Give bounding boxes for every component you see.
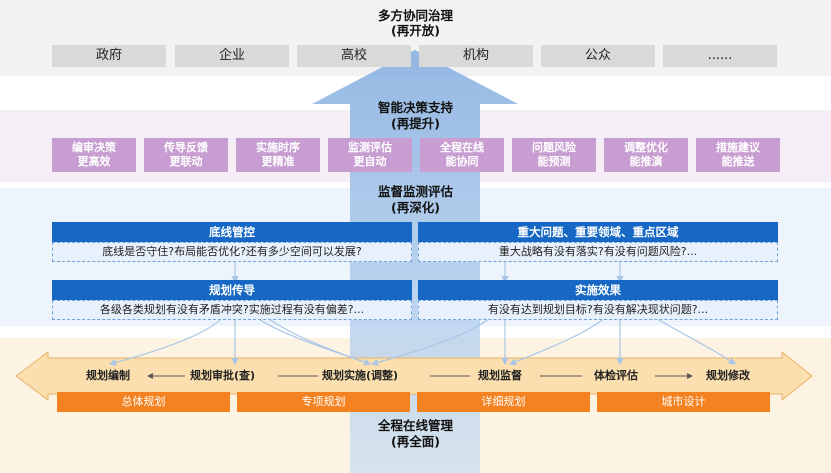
- actor-government: 政府: [52, 45, 166, 67]
- decision-item-3: 实施时序 更精准: [236, 138, 320, 172]
- flow-step-compile: 规划编制: [86, 369, 130, 382]
- decision-item-7-line2: 能推演: [629, 155, 663, 168]
- flow-step-evaluate: 体检评估: [594, 369, 638, 382]
- management-subtitle: (再全面): [391, 434, 440, 449]
- panel-transmission-question: 各级各类规划有没有矛盾冲突?实施过程有没有偏差?...: [52, 300, 412, 320]
- plan-detailed: 详细规划: [417, 392, 590, 412]
- supervision-title: 监督监测评估: [377, 184, 453, 199]
- management-flow-arrow: [15, 350, 813, 402]
- plan-urban-design: 城市设计: [597, 392, 770, 412]
- panel-bottomline-question: 底线是否守住?布局能否优化?还有多少空间可以发展?: [52, 242, 412, 262]
- decision-item-4-line2: 更自动: [353, 155, 387, 168]
- management-title: 全程在线管理: [377, 418, 453, 433]
- plan-overall: 总体规划: [57, 392, 230, 412]
- decision-item-5-line2: 能协同: [445, 155, 479, 168]
- supervision-subtitle: (再深化): [391, 200, 440, 215]
- decision-item-3-line2: 更精准: [261, 155, 295, 168]
- panel-effect-header: 实施效果: [418, 280, 778, 300]
- decision-item-4-line1: 监测评估: [348, 141, 392, 154]
- decision-item-5-line1: 全程在线: [440, 141, 484, 154]
- decision-item-1: 编审决策 更高效: [52, 138, 136, 172]
- decision-item-3-line1: 实施时序: [256, 141, 300, 154]
- decision-item-6-line2: 能预测: [537, 155, 571, 168]
- flow-step-revise: 规划修改: [706, 369, 750, 382]
- flow-step-implement: 规划实施(调整): [322, 369, 399, 382]
- governance-subtitle: (再开放): [391, 23, 440, 38]
- decision-item-1-line1: 编审决策: [72, 141, 116, 154]
- decision-item-8-line1: 措施建议: [716, 141, 760, 154]
- flow-step-approve: 规划审批(查): [190, 369, 256, 382]
- flow-step-supervise: 规划监督: [478, 369, 522, 382]
- decision-item-2-line1: 传导反馈: [164, 141, 208, 154]
- decision-item-8: 措施建议 能推送: [696, 138, 780, 172]
- decision-item-7: 调整优化 能推演: [604, 138, 688, 172]
- smart-decision-title: 智能决策支持: [377, 100, 453, 115]
- decision-item-6: 问题风险 能预测: [512, 138, 596, 172]
- decision-item-7-line1: 调整优化: [624, 141, 668, 154]
- decision-item-8-line2: 能推送: [721, 155, 755, 168]
- decision-item-2: 传导反馈 更联动: [144, 138, 228, 172]
- panel-major-issues-question: 重大战略有没有落实?有没有问题风险?...: [418, 242, 778, 262]
- actor-public: 公众: [541, 45, 655, 67]
- governance-title: 多方协同治理: [377, 8, 453, 23]
- actor-university: 高校: [297, 45, 411, 67]
- actor-more: ......: [663, 45, 777, 67]
- decision-item-2-line2: 更联动: [169, 155, 203, 168]
- panel-bottomline-header: 底线管控: [52, 222, 412, 242]
- panel-major-issues-header: 重大问题、重要领域、重点区域: [418, 222, 778, 242]
- panel-transmission-header: 规划传导: [52, 280, 412, 300]
- decision-item-5: 全程在线 能协同: [420, 138, 504, 172]
- decision-item-1-line2: 更高效: [77, 155, 111, 168]
- smart-decision-subtitle: (再提升): [391, 116, 440, 131]
- decision-item-6-line1: 问题风险: [532, 141, 576, 154]
- actor-institution: 机构: [419, 45, 533, 67]
- decision-item-4: 监测评估 更自动: [328, 138, 412, 172]
- panel-effect-question: 有没有达到规划目标?有没有解决现状问题?...: [418, 300, 778, 320]
- plan-special: 专项规划: [237, 392, 410, 412]
- actor-enterprise: 企业: [175, 45, 289, 67]
